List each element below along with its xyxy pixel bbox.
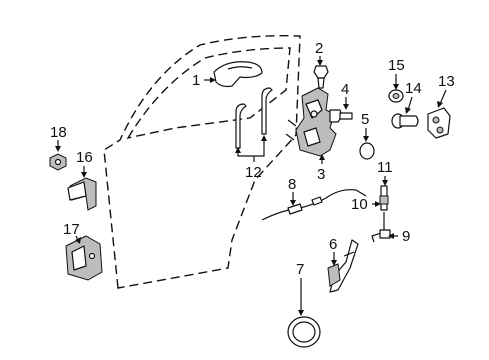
callout-5: 5 [361, 111, 369, 128]
callout-1: 1 [192, 72, 200, 89]
callout-16: 16 [76, 149, 93, 166]
screw-part [313, 65, 329, 89]
callout-labels: 1 2 3 4 5 6 7 8 9 10 11 12 13 14 15 16 1… [50, 40, 455, 278]
callout-3: 3 [317, 166, 325, 183]
striker-bolt-part [391, 113, 419, 129]
callout-7: 7 [296, 261, 304, 278]
control-cable-part [261, 189, 367, 221]
door-latch-part [285, 87, 337, 157]
striker-part [427, 107, 451, 139]
bolt-part [329, 109, 353, 123]
outside-handle-part [213, 61, 263, 88]
callout-9: 9 [402, 228, 410, 245]
callout-17: 17 [63, 221, 80, 238]
nut-part [49, 153, 67, 171]
door-outline [103, 35, 301, 289]
callout-12: 12 [245, 164, 262, 181]
upper-hinge-part [67, 177, 97, 211]
callout-10: 10 [351, 196, 368, 213]
washer-part [388, 89, 404, 103]
callout-14: 14 [405, 80, 422, 97]
bezel-part [287, 316, 321, 348]
leader-lines [55, 56, 447, 316]
latch-rods-part [235, 87, 273, 149]
callout-15: 15 [388, 57, 405, 74]
inside-handle-part [327, 239, 359, 293]
callout-11: 11 [377, 159, 393, 176]
lock-rod-part [371, 212, 391, 243]
callout-8: 8 [288, 176, 296, 193]
cap-part [359, 142, 375, 160]
callout-4: 4 [341, 81, 349, 98]
rod-clip-part [379, 185, 389, 211]
callout-2: 2 [315, 40, 323, 57]
callout-18: 18 [50, 124, 67, 141]
callout-13: 13 [438, 73, 455, 90]
callout-6: 6 [329, 236, 337, 253]
lower-hinge-part [65, 235, 103, 281]
